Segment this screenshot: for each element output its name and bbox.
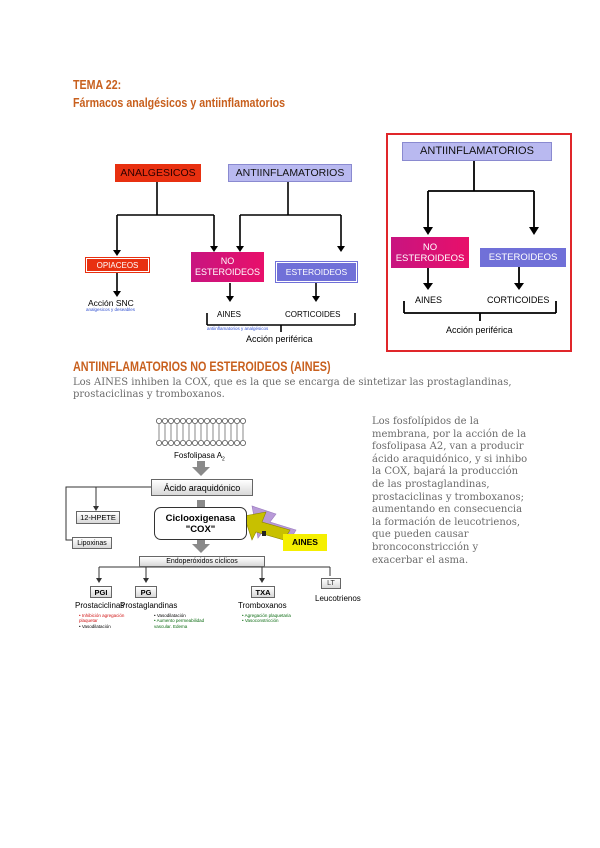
cox-line1: Ciclooxigenasa xyxy=(165,513,236,524)
endoperoxidos-box: Endoperóxidos cíclicos xyxy=(139,556,265,567)
pg-effect-2: • Aumento permeabilidad xyxy=(154,618,205,623)
pgi-effect-1: • Inhibición agregación xyxy=(79,613,125,618)
lipoxinas-box: Lipoxinas xyxy=(72,537,112,549)
pg-box: PG xyxy=(135,586,157,598)
framed-antiinflamatorios-box: ANTIINFLAMATORIOS xyxy=(402,142,552,161)
cox-line2: "COX" xyxy=(185,524,216,535)
lt-box: LT xyxy=(321,578,341,589)
leucotrienos-label: Leucotrienos xyxy=(315,594,361,603)
pgi-effect-3: • Vasodilatación xyxy=(79,624,111,629)
no-esteroideos-box: NO ESTEROIDEOS xyxy=(191,252,264,282)
framed-corticoides-label: CORTICOIDES xyxy=(487,295,550,305)
accion-periferica-label: Acción periférica xyxy=(246,334,313,344)
corticoides-label: CORTICOIDES xyxy=(285,310,341,319)
aines-label: AINES xyxy=(217,310,242,319)
tromboxanos-label: Tromboxanos xyxy=(238,601,287,610)
pgi-effect-2: plaquetar xyxy=(79,618,98,623)
accion-snc-label: Acción SNC xyxy=(88,298,134,308)
prostaglandinas-label: Prostaglandinas xyxy=(120,601,178,610)
membrane-phospholipids-icon xyxy=(155,417,246,446)
section-heading: ANTIINFLAMATORIOS NO ESTEROIDEOS (AINES) xyxy=(73,359,331,374)
framed-aines-label: AINES xyxy=(415,295,443,305)
pg-effect-3: vascular. Edema xyxy=(154,624,188,629)
aines-yellow-box: AINES xyxy=(283,534,327,551)
side-explanation: Los fosfolípidos de la membrana, por la … xyxy=(372,416,528,566)
pgi-box: PGI xyxy=(90,586,112,598)
pg-effect-1: • Vasodilatación xyxy=(154,613,186,618)
txa-box: TXA xyxy=(251,586,275,598)
framed-accion-periferica-label: Acción periférica xyxy=(446,325,513,335)
fosfolipasa-sub: 2 xyxy=(222,456,225,463)
framed-no-esteroideos-box: NO ESTEROIDEOS xyxy=(391,237,469,268)
txa-effect-2: • Vasoconstricción xyxy=(242,618,279,623)
snc-note: analgesicos y deseables xyxy=(86,307,136,312)
txa-effect-1: • Agregación plaquetaria xyxy=(242,613,291,618)
topic-title: Fármacos analgésicos y antiinflamatorios xyxy=(73,95,286,110)
aines-note: antiinflamatorios y analgésicos xyxy=(207,326,269,331)
fosfolipasa-label: Fosfolipasa A2 xyxy=(174,451,225,463)
section-intro: Los AINES inhiben la COX, que es la que … xyxy=(73,377,512,400)
framed-diagram: ANTIINFLAMATORIOS NO ESTEROIDEOS ESTEROI… xyxy=(386,133,572,352)
prostaciclinas-label: Prostaciclinas xyxy=(75,601,125,610)
fosfolipasa-text: Fosfolipasa A xyxy=(174,451,223,460)
opiaceos-box: OPIACEOS xyxy=(85,257,150,273)
esteroideos-box: ESTEROIDEOS xyxy=(275,261,358,283)
cox-box: Ciclooxigenasa "COX" xyxy=(154,507,247,540)
topic-number: TEMA 22: xyxy=(73,77,122,92)
framed-esteroideos-box: ESTEROIDEOS xyxy=(480,248,566,267)
acido-araquidonico-box: Ácido araquidónico xyxy=(151,479,253,496)
antiinflamatorios-box: ANTIINFLAMATORIOS xyxy=(228,164,352,182)
analgesicos-box: ANALGESICOS xyxy=(115,164,201,182)
hpete-box: 12-HPETE xyxy=(76,511,120,524)
diagram2-connectors xyxy=(403,161,557,321)
